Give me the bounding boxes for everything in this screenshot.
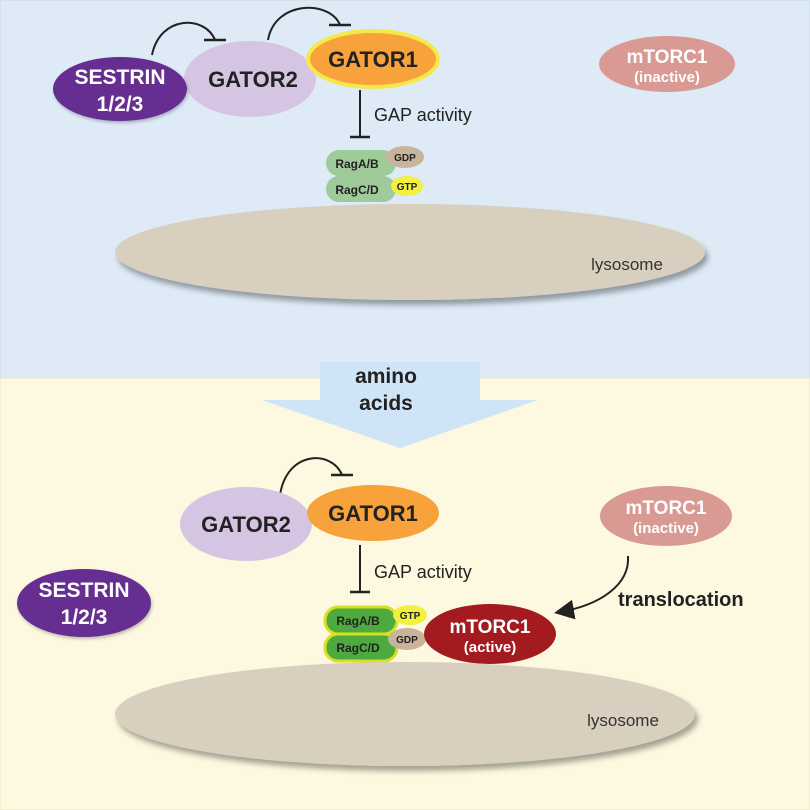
gator2-label-bottom: GATOR2 (201, 512, 291, 537)
rag-cd-label-bottom: RagC/D (336, 641, 380, 655)
rag-ab-node (326, 150, 396, 176)
mtorc1-inactive-state-bottom: (inactive) (633, 520, 699, 537)
lysosome-top-label: lysosome (591, 255, 663, 274)
gator2-inhibits-gator1-arc (267, 6, 341, 41)
rag-ab-gdp-label: GDP (394, 153, 416, 164)
rag-cd-gdp-label-bottom: GDP (396, 635, 418, 646)
amino-acids-label-line1: amino (355, 365, 417, 388)
gator1-label-bottom: GATOR1 (328, 501, 418, 526)
rag-cd-gtp-label: GTP (397, 182, 418, 193)
mtorc1-inactive-name: mTORC1 (627, 47, 708, 68)
gator1-node (306, 29, 440, 89)
sestrin-label-line2: 1/2/3 (97, 93, 144, 116)
gator1-node-bottom (307, 485, 439, 541)
mtorc1-inactive-node-bottom (600, 486, 732, 546)
sestrin-label-bottom-line1: SESTRIN (38, 579, 129, 602)
rag-cd-gdp-badge-bottom (388, 628, 426, 650)
rag-cd-gtp-badge (391, 176, 423, 196)
rag-ab-gtp-label-bottom: GTP (400, 611, 421, 622)
sestrin-label-bottom-line2: 1/2/3 (61, 606, 108, 629)
rag-cd-label: RagC/D (335, 183, 379, 197)
top-diagram: GATOR2 SESTRIN 1/2/3 GATOR1 mTORC1 (inac… (53, 6, 735, 300)
gator2-label: GATOR2 (208, 67, 298, 92)
rag-cd-node (326, 176, 396, 202)
lysosome-bottom-label: lysosome (587, 711, 659, 730)
gap-activity-label-bottom: GAP activity (374, 562, 472, 582)
sestrin-label-line1: SESTRIN (74, 66, 165, 89)
sestrin-node (53, 57, 187, 121)
gator2-inhibits-gator1-arc-bottom (279, 457, 343, 496)
mtorc1-active-state: (active) (464, 639, 517, 656)
mtorc1-inactive-name-bottom: mTORC1 (626, 498, 707, 519)
gator2-node (184, 41, 316, 117)
lysosome-top (115, 204, 705, 300)
sestrin-inhibits-gator2-arc (151, 21, 216, 56)
rag-ab-label: RagA/B (335, 157, 379, 171)
gap-activity-label: GAP activity (374, 105, 472, 125)
amino-acids-arrow (262, 362, 538, 448)
mtorc1-inactive-state: (inactive) (634, 69, 700, 86)
rag-ab-gdp-badge (386, 146, 424, 168)
translocation-label: translocation (618, 589, 744, 611)
mtorc1-active-node (424, 604, 556, 664)
mtorc1-active-name: mTORC1 (450, 617, 531, 638)
sestrin-node-bottom (17, 569, 151, 637)
mtorc1-inactive-node (599, 36, 735, 92)
rag-ab-gtp-badge-bottom (393, 605, 427, 625)
bottom-diagram: GATOR2 GATOR1 SESTRIN 1/2/3 mTORC1 (inac… (17, 457, 744, 766)
amino-acids-label-line2: acids (359, 392, 413, 415)
gator1-label: GATOR1 (328, 47, 418, 72)
amino-acids-stimulus: amino acids (262, 362, 538, 448)
lysosome-bottom (115, 662, 695, 766)
gator2-node-bottom (180, 487, 312, 561)
rag-ab-label-bottom: RagA/B (336, 614, 380, 628)
translocation-arrow (554, 555, 630, 620)
